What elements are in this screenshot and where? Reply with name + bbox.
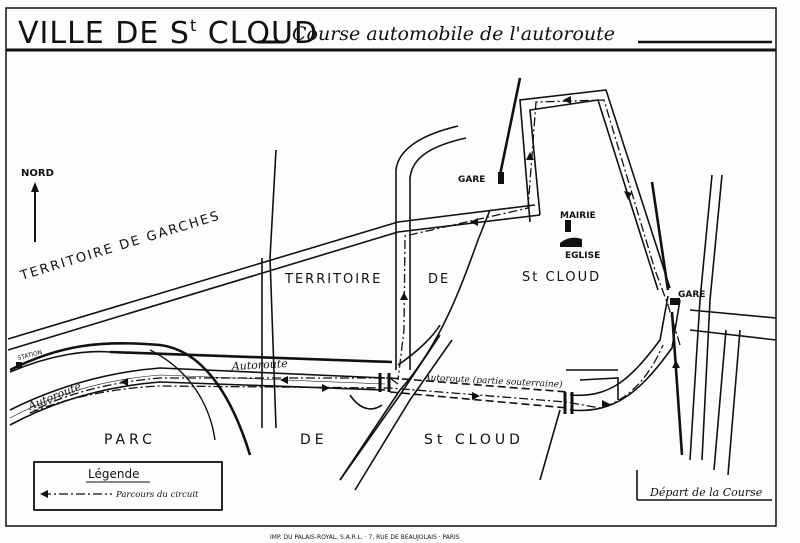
route-arrow xyxy=(602,400,610,408)
map-frame xyxy=(5,7,777,527)
garches-road-lower xyxy=(7,214,541,351)
route-arrow xyxy=(624,191,632,200)
vertical-road-left-b xyxy=(269,149,277,429)
station-spur xyxy=(9,350,111,373)
station-building xyxy=(16,362,22,368)
interchange-loop xyxy=(349,394,383,410)
middle-road-a xyxy=(395,125,459,370)
printer-credit: IMP. DU PALAIS-ROYAL, S.A.R.L. · 7, RUE … xyxy=(270,534,460,541)
town-title: VILLE DE St CLOUD xyxy=(18,16,318,51)
tunnel-exit-a xyxy=(569,295,669,397)
autoroute-tunnel-label: Autoroute (partie souterraine) xyxy=(423,372,563,390)
tunnel-upper xyxy=(389,377,569,393)
depart-box xyxy=(636,470,772,501)
rail-east-south xyxy=(670,311,684,456)
north-label: NORD xyxy=(21,168,54,179)
park-label-3: St CLOUD xyxy=(424,432,524,448)
north-arrow: NORD xyxy=(21,168,54,242)
north-arrow-head xyxy=(31,182,39,192)
rail-to-interchange xyxy=(339,209,491,481)
east-hatch-line-2 xyxy=(727,329,741,476)
eglise-building xyxy=(560,237,582,247)
depart-label: Départ de la Course xyxy=(649,486,763,499)
legend-item-label: Parcours du circuit xyxy=(115,490,199,500)
park-label-2: DE xyxy=(300,432,328,448)
legend: Légende Parcours du circuit xyxy=(33,461,223,511)
mairie-building xyxy=(565,220,571,232)
east-cross-road-b xyxy=(689,329,777,341)
route-arrows xyxy=(120,96,680,408)
eglise-label: EGLISE xyxy=(565,251,600,261)
autoroute-upper xyxy=(9,367,386,411)
race-subtitle: Course automobile de l'autoroute xyxy=(292,23,615,45)
rail-west xyxy=(9,341,252,456)
gare-east-building xyxy=(670,298,680,305)
territory-label-1: TERRITOIRE xyxy=(284,272,382,287)
route-return xyxy=(29,344,664,414)
route-upper-loop xyxy=(397,99,681,381)
gare-north-label: GARE xyxy=(458,175,485,185)
route-arrow xyxy=(470,218,478,226)
tunnel-lower xyxy=(389,391,569,409)
middle-road-b xyxy=(409,137,467,370)
route-outbound xyxy=(29,377,399,414)
territory-label-3: St CLOUD xyxy=(522,270,601,285)
east-rail-road-a xyxy=(689,174,713,461)
autoroute-lower xyxy=(9,381,386,426)
territory-label-2: DE xyxy=(428,272,450,287)
mairie-label: MAIRIE xyxy=(560,211,596,221)
route-arrow xyxy=(563,96,571,104)
route-arrow xyxy=(322,384,330,392)
railways xyxy=(9,77,684,481)
roads xyxy=(7,89,777,491)
east-rail-road-b xyxy=(701,174,723,461)
legend-title: Légende xyxy=(88,467,139,481)
tunnel-portal-east xyxy=(563,392,574,414)
route-arrow xyxy=(672,360,680,368)
tunnel-portal-outline xyxy=(579,377,619,400)
route-arrow xyxy=(526,152,534,160)
east-road-b xyxy=(519,89,671,289)
gare-north-building xyxy=(498,172,504,184)
route-arrow xyxy=(120,378,128,386)
gare-east-label: GARE xyxy=(678,290,705,300)
rail-link xyxy=(397,324,441,366)
garches-territory-label: TERRITOIRE DE GARCHES xyxy=(18,209,223,285)
east-cross-road-a xyxy=(689,309,777,319)
tunnel-portals xyxy=(378,373,574,414)
tunnel-portal-west xyxy=(378,373,391,392)
legend-route-arrow xyxy=(40,490,48,498)
route-arrow xyxy=(400,292,408,300)
tunnel-exit-b xyxy=(569,299,681,412)
east-hatch-line xyxy=(713,329,727,471)
autoroute-label-left: Autoroute xyxy=(25,380,83,414)
rail-east-gare xyxy=(650,181,670,291)
east-road-a xyxy=(529,99,659,291)
route-arrow xyxy=(280,376,288,384)
rail-branch xyxy=(149,349,216,441)
rail-north-gare xyxy=(498,77,522,176)
autoroute-median xyxy=(9,374,386,419)
south-road-a xyxy=(539,409,561,481)
interchange-road-b xyxy=(354,339,453,491)
legend-box xyxy=(33,461,223,511)
route-arrow xyxy=(472,392,480,400)
autoroute-label-mid: Autoroute xyxy=(230,357,288,373)
park-label-1: PARC xyxy=(104,432,156,448)
